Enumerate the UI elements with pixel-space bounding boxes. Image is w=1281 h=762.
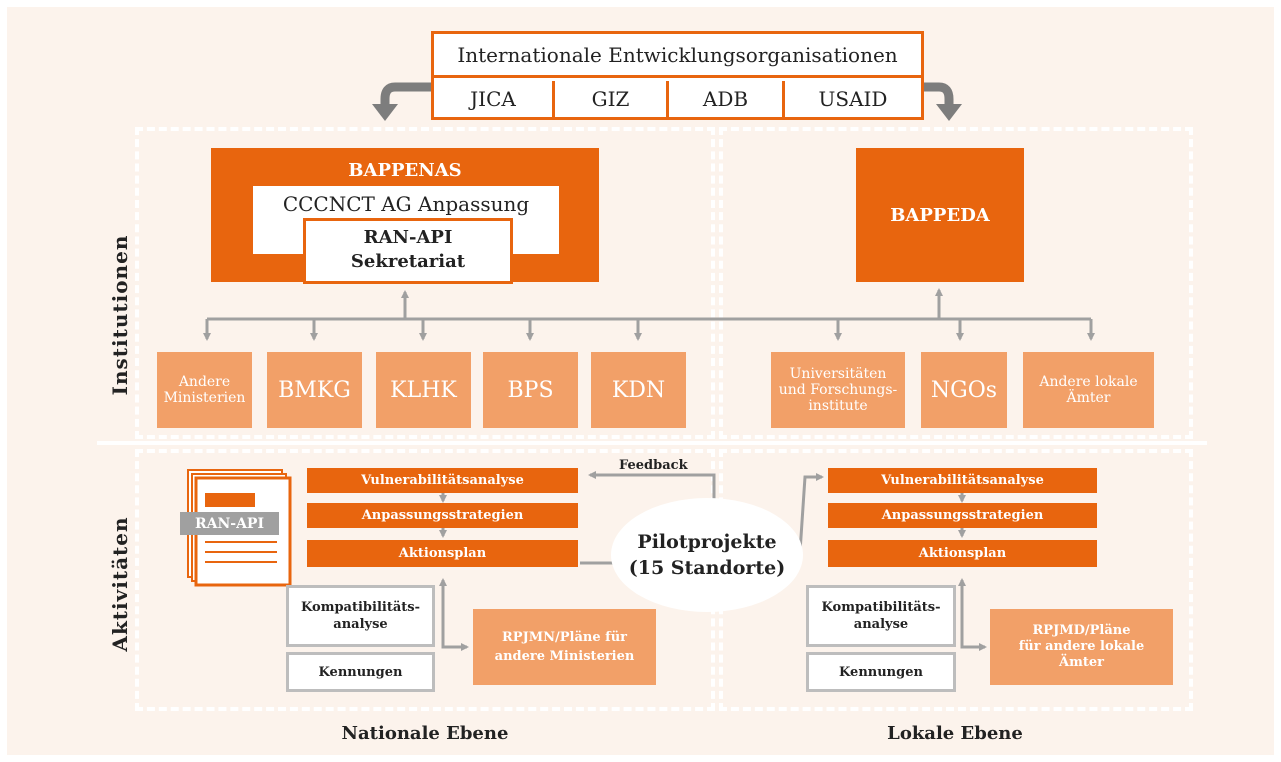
national-kennungen-box: Kennungen (286, 652, 435, 692)
connectors (180, 82, 1095, 651)
unit-universities-line2: und Forschungs- (778, 382, 898, 398)
unit-universities: Universitäten und Forschungs- institute (771, 352, 905, 428)
local-plan-line2: für andere lokale (1018, 639, 1145, 654)
footer-local: Lokale Ebene (887, 722, 1023, 744)
local-step-vulnerability: Vulnerabilitätsanalyse (828, 468, 1097, 493)
org-jica: JICA (434, 81, 555, 117)
pilot-line2: (15 Standorte) (628, 557, 786, 579)
label-aktivitaeten: Aktivitäten (108, 516, 132, 652)
diagram-canvas: Internationale Entwicklungsorganisatione… (7, 7, 1274, 755)
feedback-label: Feedback (619, 458, 688, 473)
local-institutions-frame (719, 127, 1193, 439)
label-institutionen: Institutionen (108, 234, 132, 396)
org-giz: GIZ (555, 81, 669, 117)
ministry-andere-line2: Ministerien (163, 390, 246, 406)
local-compat-line1: Kompatibilitäts- (821, 600, 941, 615)
footer-national: Nationale Ebene (341, 722, 509, 744)
national-compatibility-box: Kompatibilitäts- analyse (286, 585, 435, 647)
local-kennungen-box: Kennungen (806, 652, 956, 692)
national-compat-line2: analyse (333, 617, 388, 632)
bappeda-box: BAPPEDA (856, 148, 1024, 282)
local-step-actionplan: Aktionsplan (828, 540, 1097, 567)
org-usaid: USAID (818, 87, 888, 111)
local-plan-box: RPJMD/Pläne für andere lokale Ämter (990, 609, 1173, 685)
unit-universities-line1: Universitäten (789, 366, 887, 382)
national-institutions-frame (135, 127, 715, 439)
national-plan-line1: RPJMN/Pläne für (501, 630, 628, 645)
ministry-klhk: KLHK (376, 352, 471, 428)
activity-connectors (439, 471, 987, 651)
top-arrow-head-right (936, 104, 962, 121)
unit-universities-line3: institute (808, 398, 868, 414)
cccnct-label: CCCNCT AG Anpassung (282, 192, 530, 216)
top-curved-arrows (380, 82, 954, 107)
ministry-kdn: KDN (591, 352, 686, 428)
institution-connectors (203, 288, 1095, 341)
top-arrow-head-left (372, 104, 398, 121)
national-step-vulnerability: Vulnerabilitätsanalyse (307, 468, 578, 493)
ministry-bmkg: BMKG (267, 352, 362, 428)
local-compat-line2: analyse (853, 617, 909, 632)
bappenas-box: BAPPENAS CCCNCT AG Anpassung RAN-API Sek… (211, 148, 599, 284)
national-compat-line1: Kompatibilitäts- (301, 600, 420, 615)
unit-other-local-line2: Ämter (1066, 390, 1111, 406)
local-compatibility-box: Kompatibilitäts- analyse (806, 585, 956, 647)
ranapi-secretariat-box: RAN-API Sekretariat (303, 218, 513, 284)
local-plan-line1: RPJMD/Pläne (1032, 623, 1131, 638)
ministry-andere-line1: Andere (178, 374, 231, 390)
ranapi-label: RAN-API (363, 227, 453, 248)
ministry-bps: BPS (483, 352, 578, 428)
development-orgs-title: Internationale Entwicklungsorganisatione… (434, 34, 921, 78)
document-label: RAN-API (194, 515, 265, 532)
bappenas-title: BAPPENAS (348, 159, 462, 181)
local-step-strategies: Anpassungsstrategien (828, 503, 1097, 528)
national-step-strategies: Anpassungsstrategien (307, 503, 578, 528)
national-plan-box: RPJMN/Pläne für andere Ministerien (473, 609, 656, 685)
row-divider (97, 441, 1207, 445)
unit-other-local-line1: Andere lokale (1039, 374, 1138, 390)
ministry-andere: Andere Ministerien (157, 352, 252, 428)
national-plan-line2: andere Ministerien (494, 649, 635, 664)
unit-other-local: Andere lokale Ämter (1023, 352, 1154, 428)
pilot-projects-ellipse: Pilotprojekte (15 Standorte) (611, 498, 803, 612)
development-orgs-box: Internationale Entwicklungsorganisatione… (431, 31, 924, 120)
national-step-actionplan: Aktionsplan (307, 540, 578, 567)
document-icon (180, 469, 292, 587)
unit-ngos: NGOs (921, 352, 1007, 428)
local-plan-line3: Ämter (1059, 655, 1104, 670)
secretariat-label: Sekretariat (350, 251, 466, 272)
pilot-line1: Pilotprojekte (637, 531, 777, 553)
org-adb: ADB (669, 81, 785, 117)
